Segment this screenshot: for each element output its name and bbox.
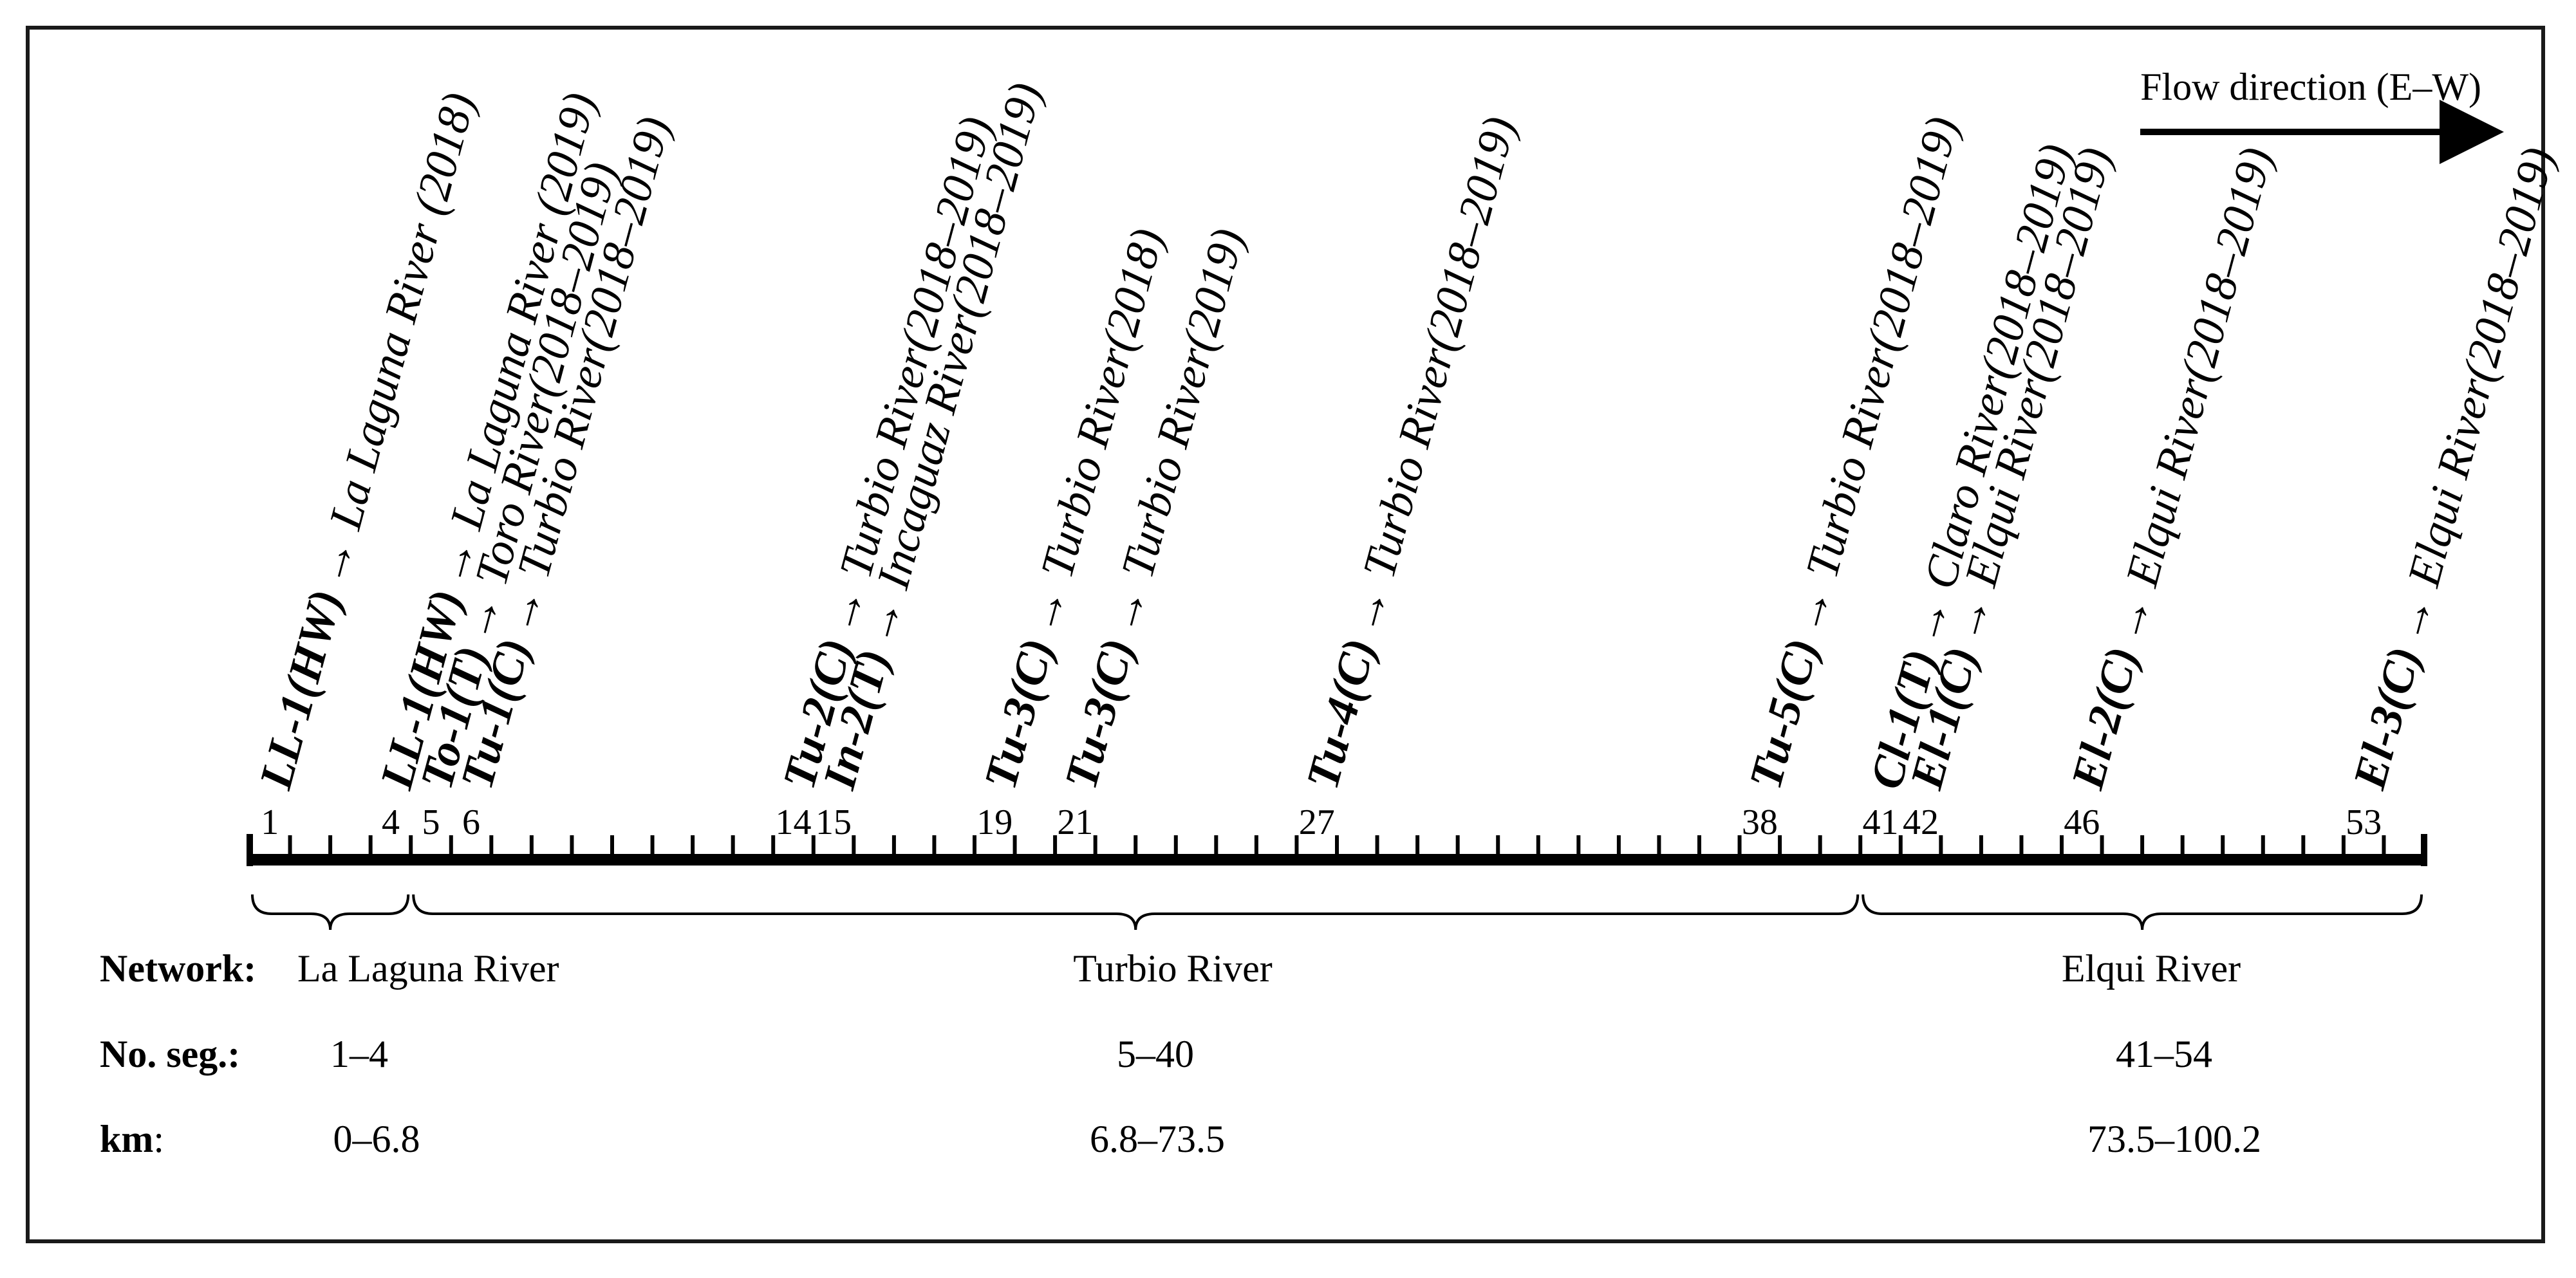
network-km-elqui: 73.5–100.2 (2087, 1118, 2261, 1160)
network-segments-turbio: 5–40 (1117, 1033, 1194, 1075)
segment-ticks (247, 834, 2427, 866)
km-row-label-text: km (100, 1118, 153, 1160)
network-name-elqui: Elqui River (2062, 947, 2241, 990)
network-segments-la-laguna: 1–4 (330, 1033, 388, 1075)
network-row-label: Network: (100, 947, 256, 990)
network-braces (251, 894, 2423, 931)
network-km-turbio: 6.8–73.5 (1090, 1118, 1225, 1160)
site-code: El-2(C) (2061, 642, 2149, 795)
site-code: Tu-3(C) (1055, 633, 1144, 794)
segment-number-label: 1 (261, 802, 279, 842)
site-description: → Elqui River(2018–2019) (2101, 142, 2282, 648)
flow-direction-label: Flow direction (E–W) (2140, 66, 2481, 108)
site-label: Tu-4(C)→ Turbio River(2018–2019) (1296, 111, 1526, 794)
segment-number-label: 21 (1057, 802, 1093, 842)
segment-number-label: 41 (1863, 802, 1899, 842)
segment-number-label: 38 (1742, 802, 1778, 842)
site-code: Tu-3(C) (974, 633, 1063, 794)
km-row-label: km: (100, 1118, 164, 1160)
segment-number-label: 42 (1903, 802, 1939, 842)
segment-number-label: 46 (2064, 802, 2100, 842)
segment-number-label: 5 (422, 802, 440, 842)
segment-number-label: 6 (462, 802, 480, 842)
segments-row-label: No. seg.: (100, 1033, 240, 1075)
km-row-label-colon: : (153, 1118, 164, 1160)
network-brace (1862, 894, 2423, 931)
network-name-la-laguna: La Laguna River (297, 947, 559, 990)
site-description: → Elqui River(2018–2019) (2382, 142, 2564, 648)
network-km-la-laguna: 0–6.8 (333, 1118, 420, 1160)
site-code: Tu-5(C) (1739, 633, 1829, 794)
segment-number-label: 15 (816, 802, 852, 842)
sampling-site-labels: LL-1(HW)→ La Laguna River (2018)LL-1(HW)… (249, 77, 2564, 795)
site-label: El-3(C)→ Elqui River(2018–2019) (2343, 142, 2564, 795)
network-brace (412, 894, 1860, 931)
segment-number-label: 4 (382, 802, 400, 842)
segment-number-label: 19 (976, 802, 1013, 842)
segment-number-label: 53 (2346, 802, 2382, 842)
site-description: → Turbio River(2018–2019) (1338, 111, 1526, 639)
figure-border (26, 26, 2545, 1243)
network-name-turbio: Turbio River (1073, 947, 1273, 990)
network-segments-elqui: 41–54 (2116, 1033, 2212, 1075)
segment-number-label: 14 (776, 802, 812, 842)
site-code: LL-1(HW) (249, 584, 351, 795)
site-code: El-3(C) (2343, 642, 2431, 795)
network-brace (251, 894, 410, 931)
segment-number-label: 27 (1299, 802, 1335, 842)
site-code: Tu-4(C) (1296, 633, 1386, 794)
